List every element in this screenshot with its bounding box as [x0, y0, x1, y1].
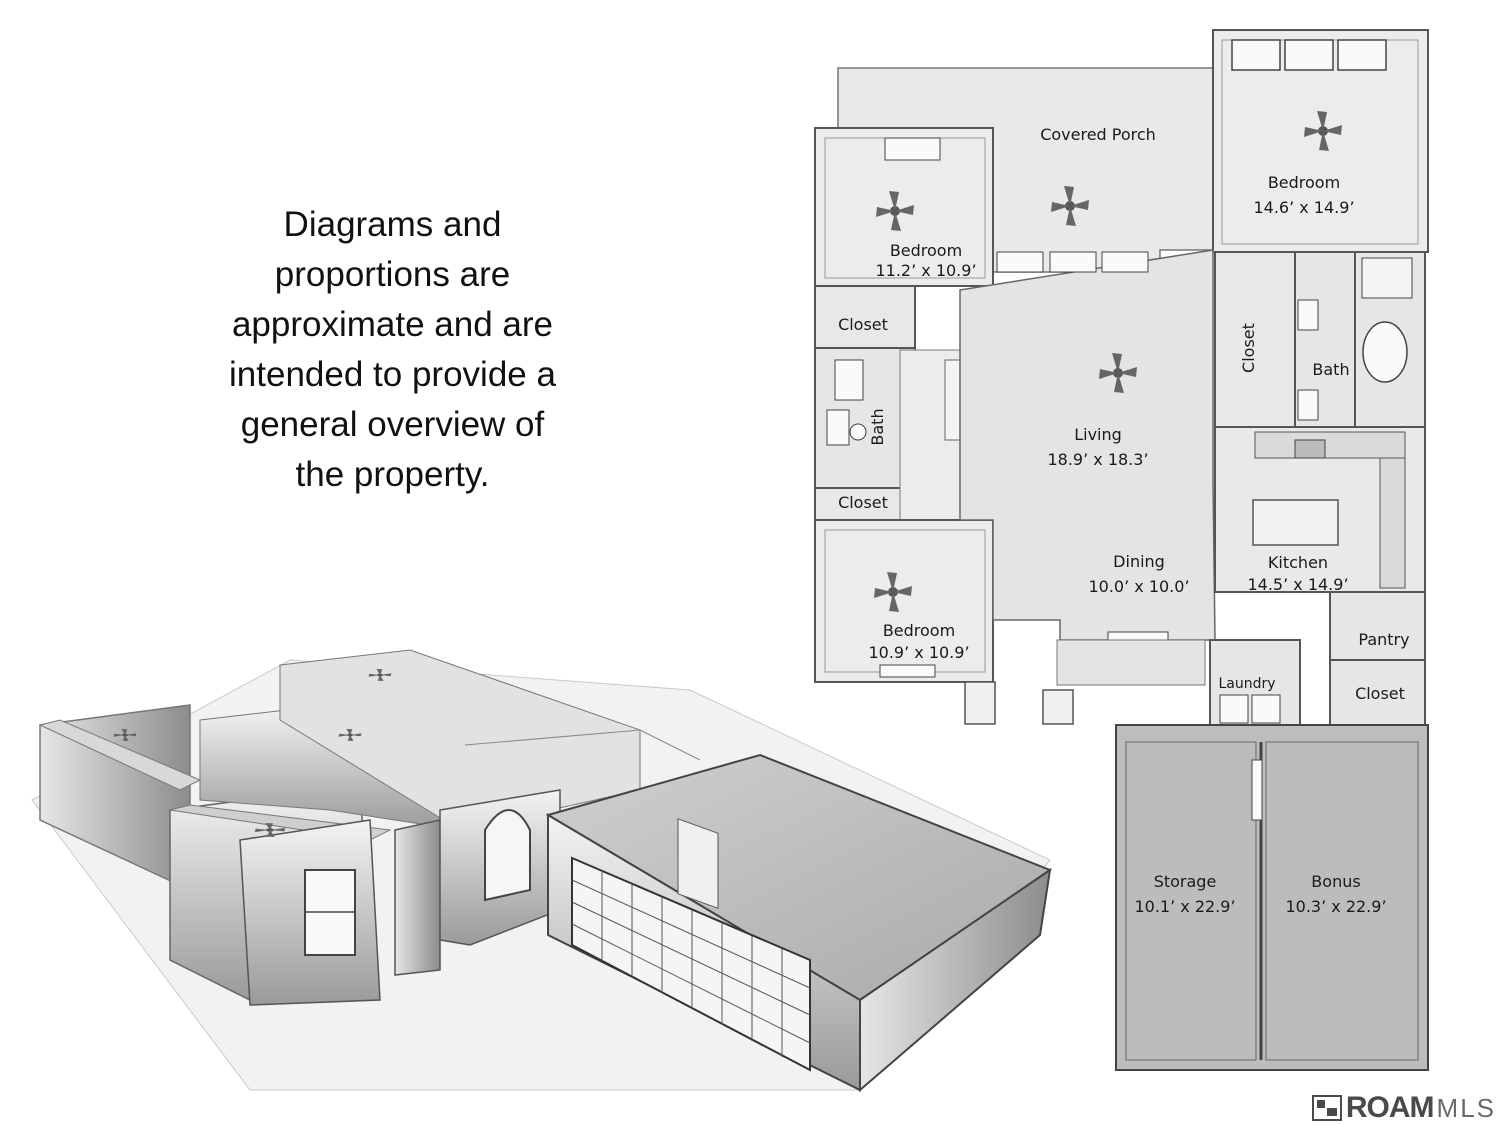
- room-closet-top-label: Closet: [838, 315, 888, 334]
- floor-plan-top-view: [814, 29, 1429, 1071]
- room-bedroom-bottom-label: Bedroom: [883, 621, 955, 640]
- room-labels: Covered Porch Bedroom 14.6’ x 14.9’ Bedr…: [838, 125, 1410, 916]
- room-master-bedroom-label: Bedroom: [1268, 173, 1340, 192]
- room-storage-dims: 10.1’ x 22.9’: [1134, 897, 1235, 916]
- disclaimer-line: the property.: [295, 455, 490, 494]
- room-bedroom-top-label: Bedroom: [890, 241, 962, 260]
- roam-mls-logo: ROAM MLS: [1311, 1091, 1496, 1125]
- room-dining-dims: 10.0’ x 10.0’: [1088, 577, 1189, 596]
- room-pantry-label: Pantry: [1358, 630, 1409, 649]
- room-bedroom-bottom-dims: 10.9’ x 10.9’: [868, 643, 969, 662]
- room-bonus-dims: 10.3’ x 22.9’: [1285, 897, 1386, 916]
- room-living-label: Living: [1074, 425, 1122, 444]
- room-master-bedroom-dims: 14.6’ x 14.9’: [1253, 198, 1354, 217]
- roam-mls-logo-icon: [1311, 1095, 1342, 1121]
- disclaimer-line: Diagrams and: [283, 205, 502, 244]
- room-kitchen-dims: 14.5’ x 14.9’: [1247, 575, 1348, 594]
- room-kitchen-label: Kitchen: [1268, 553, 1328, 572]
- room-bedroom-top-dims: 11.2’ x 10.9’: [875, 261, 976, 280]
- logo-suffix-text: MLS: [1436, 1092, 1496, 1123]
- disclaimer-line: proportions are: [274, 255, 511, 294]
- room-closet-right-label: Closet: [1355, 684, 1405, 703]
- room-porch-label: Covered Porch: [1040, 125, 1156, 144]
- disclaimer-line: approximate and are: [231, 305, 554, 344]
- isometric-house-view: [31, 649, 1053, 1093]
- disclaimer-line: intended to provide a: [229, 355, 556, 394]
- disclaimer-text: Diagrams and proportions are approximate…: [180, 200, 605, 500]
- room-storage-label: Storage: [1154, 872, 1217, 891]
- room-master-bath-label: Bath: [1312, 360, 1349, 379]
- room-bonus-label: Bonus: [1311, 872, 1360, 891]
- room-dining-label: Dining: [1113, 552, 1165, 571]
- logo-brand-text: ROAM: [1345, 1091, 1435, 1124]
- disclaimer-line: general overview of: [240, 405, 545, 444]
- room-master-closet-label: Closet: [1239, 323, 1258, 373]
- room-closet-bottom-label: Closet: [838, 493, 888, 512]
- room-bath-left-label: Bath: [868, 408, 887, 445]
- room-living-dims: 18.9’ x 18.3’: [1047, 450, 1148, 469]
- room-laundry-label: Laundry: [1218, 676, 1275, 692]
